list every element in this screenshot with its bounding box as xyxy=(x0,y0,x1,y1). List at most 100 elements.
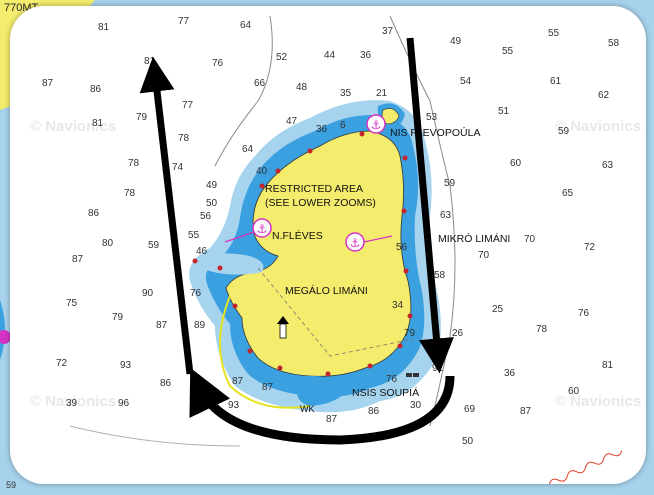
depth-sounding: 52 xyxy=(276,52,288,63)
depth-sounding: 70 xyxy=(478,250,490,261)
depth-sounding: 50 xyxy=(206,198,218,209)
anchorage-marker-mikro-icon[interactable]: ⚓ xyxy=(345,232,393,252)
depth-sounding: 36 xyxy=(504,368,516,379)
depth-sounding: 55 xyxy=(188,230,200,241)
depth-sounding: 39 xyxy=(66,398,78,409)
depth-sounding: 87 xyxy=(262,382,274,393)
background-marker-icon xyxy=(0,330,11,344)
depth-sounding: 34 xyxy=(392,300,404,311)
anchorage-marker-flevopoula-icon[interactable]: ⚓ xyxy=(366,114,386,134)
route-arrow-around-south xyxy=(189,367,455,445)
watermark: © Navionics xyxy=(30,393,116,410)
label-wk: WK xyxy=(300,404,315,414)
western-inlet xyxy=(196,253,264,275)
depth-sounding: 58 xyxy=(608,38,620,49)
depth-sounding: 81 xyxy=(144,56,156,67)
depth-sounding: 65 xyxy=(562,188,574,199)
depth-sounding: 49 xyxy=(206,180,218,191)
depth-sounding: 72 xyxy=(56,358,68,369)
depth-sounding: 59 xyxy=(558,126,570,137)
depth-sounding: 26 xyxy=(452,328,464,339)
depth-sounding: 60 xyxy=(510,158,522,169)
depth-sounding: 55 xyxy=(548,28,560,39)
depth-sounding: 76 xyxy=(190,288,202,299)
depth-sounding: 77 xyxy=(178,16,190,27)
depth-sounding: 86 xyxy=(88,208,100,219)
depth-sounding: 55 xyxy=(502,46,514,57)
svg-text:⚓: ⚓ xyxy=(371,118,382,132)
depth-sounding: 91 xyxy=(432,363,444,374)
island-megalo[interactable] xyxy=(225,130,412,377)
depth-sounding: 86 xyxy=(90,84,102,95)
depth-sounding: 61 xyxy=(550,76,562,87)
label-nsis-soupia: NSIS SOUPIÁ xyxy=(352,386,419,399)
chart-frame[interactable]: ⚓ ⚓ ⚓ © Navionics © Navionics © Navionic… xyxy=(10,6,646,484)
depth-sounding: 81 xyxy=(602,360,614,371)
depth-sounding: 50 xyxy=(462,436,474,447)
depth-sounding: 36 xyxy=(360,50,372,61)
depth-sounding: 81 xyxy=(98,22,110,33)
depth-sounding: 87 xyxy=(232,376,244,387)
depth-sounding: 75 xyxy=(66,298,78,309)
depth-sounding: 46 xyxy=(196,246,208,257)
watermark: © Navionics xyxy=(555,118,641,135)
depth-sounding: 74 xyxy=(172,162,184,173)
depth-sounding: 49 xyxy=(450,36,462,47)
watermark: © Navionics xyxy=(30,118,116,135)
depth-sounding: 53 xyxy=(426,112,438,123)
label-mikro-limani: MIKRÓ LIMÁNI xyxy=(438,232,510,245)
depth-sounding: 72 xyxy=(584,242,596,253)
route-arrow-north xyxy=(139,56,194,375)
depth-sounding: 78 xyxy=(128,158,140,169)
depth-sounding: 87 xyxy=(326,414,338,425)
depth-sounding: 44 xyxy=(324,50,336,61)
depth-sounding: 66 xyxy=(254,78,266,89)
contour-line xyxy=(69,425,241,447)
depth-sounding: 59 xyxy=(148,240,160,251)
rock-icon xyxy=(406,373,419,377)
depth-sounding: 35 xyxy=(340,88,352,99)
depth-sounding: 96 xyxy=(118,398,130,409)
label-see-lower-zooms: (SEE LOWER ZOOMS) xyxy=(265,197,376,209)
depth-sounding: 59 xyxy=(444,178,456,189)
depth-sounding: 79 xyxy=(136,112,148,123)
svg-text:⚓: ⚓ xyxy=(257,222,268,236)
depth-sounding: 78 xyxy=(536,324,548,335)
islet-soupia-water xyxy=(296,375,350,406)
depth-sounding: 87 xyxy=(42,78,54,89)
depth-sounding: 54 xyxy=(460,76,472,87)
depth-sounding: 63 xyxy=(602,160,614,171)
svg-text:⚓: ⚓ xyxy=(350,236,361,250)
depth-sounding: 37 xyxy=(382,26,394,37)
nautical-chart[interactable]: ⚓ ⚓ ⚓ © Navionics © Navionics © Navionic… xyxy=(10,6,646,484)
sector-line xyxy=(257,267,419,357)
depth-sounding: 79 xyxy=(112,312,124,323)
depth-sounding: 90 xyxy=(142,288,154,299)
depth-sounding: 56 xyxy=(396,242,408,253)
label-restricted-area: RESTRICTED AREA xyxy=(265,183,363,195)
lighthouse-icon[interactable] xyxy=(277,316,289,339)
depth-sounding: 76 xyxy=(386,374,398,385)
depth-sounding: 63 xyxy=(440,210,452,221)
depth-sounding: 76 xyxy=(578,308,590,319)
depth-sounding: 36 xyxy=(316,124,328,135)
depth-sounding: 86 xyxy=(368,406,380,417)
depth-sounding: 87 xyxy=(72,254,84,265)
depth-sounding: 40 xyxy=(256,166,268,177)
depth-sounding: 77 xyxy=(182,100,194,111)
anchorage-marker-fleves-icon[interactable]: ⚓ xyxy=(224,218,272,243)
depth-sounding: 86 xyxy=(160,378,172,389)
label-nis-flevopoula: NIS FLEVOPOÚLA xyxy=(390,126,480,139)
depth-sounding: 56 xyxy=(200,211,212,222)
depth-sounding: 81 xyxy=(92,118,104,129)
route-arrow-south xyxy=(406,37,454,374)
depth-sounding: 93 xyxy=(120,360,132,371)
depth-sounding: 87 xyxy=(520,406,532,417)
depth-sounding: 76 xyxy=(212,58,224,69)
label-megalo-limani: MEGÁLO LIMÁNI xyxy=(285,284,368,297)
depth-sounding: 80 xyxy=(102,238,114,249)
depth-sounding: 69 xyxy=(464,404,476,415)
depth-sounding: 79 xyxy=(404,328,416,339)
depth-sounding: 78 xyxy=(124,188,136,199)
label-n-fleves: N.FLÉVES xyxy=(272,229,323,242)
